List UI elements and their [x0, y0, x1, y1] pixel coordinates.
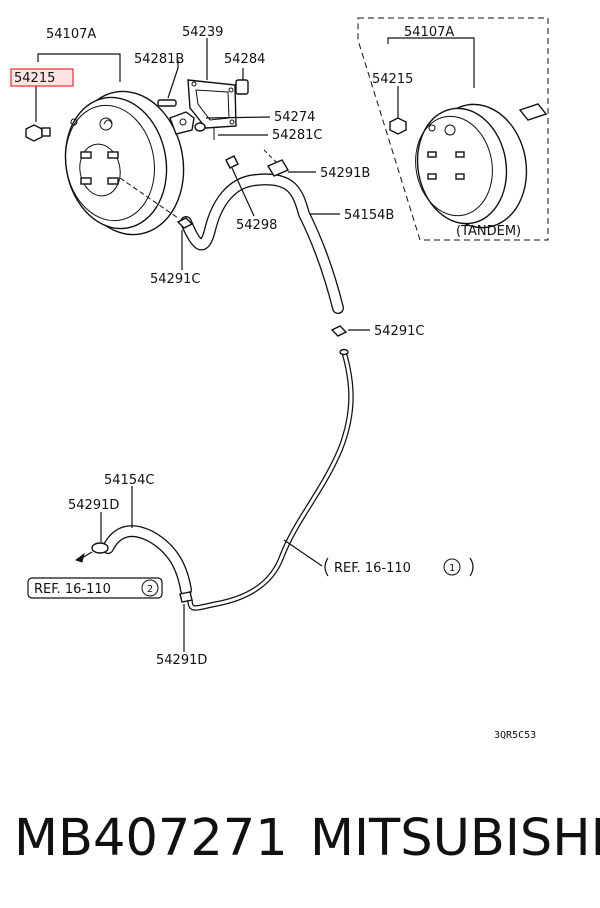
- oring-54274: [194, 116, 271, 132]
- hose-54154B: [180, 173, 344, 314]
- clamp-54291C-lower: [330, 325, 370, 337]
- vacuum-pipe: [187, 348, 354, 611]
- gasket-54239: [187, 38, 237, 129]
- clamp-54291C-upper: [176, 217, 194, 270]
- label-54281B: 54281B: [134, 52, 184, 67]
- hose-54154C: [102, 486, 192, 596]
- ref-label-2: REF. 16-110: [34, 582, 111, 597]
- label-54154B: 54154B: [344, 208, 394, 223]
- highlight-box: [10, 68, 74, 87]
- brake-booster-main: [64, 90, 185, 236]
- label-54239: 54239: [182, 25, 223, 40]
- label-54284: 54284: [224, 52, 265, 67]
- footer: MB407271 MITSUBISHI: [0, 808, 600, 870]
- parts-diagram: 54107A 54215 54239 54281B 54284 54274 54…: [10, 17, 549, 741]
- pin-54281C: [213, 128, 268, 140]
- diagram-code: 3QR5C53: [494, 730, 536, 741]
- ref-box-2: [27, 577, 163, 599]
- inset-label-54107A: 54107A: [404, 25, 454, 40]
- label-54274: 54274: [274, 110, 315, 125]
- brand-name: MITSUBISHI: [310, 809, 600, 868]
- clamp-54291B: [263, 149, 316, 177]
- ref-box-1: [324, 557, 474, 577]
- label-54291C-upper: 54291C: [150, 272, 200, 287]
- inset-label-54215: 54215: [372, 72, 413, 87]
- ref-num-2: 2: [147, 584, 153, 595]
- ref-num-1: 1: [449, 563, 455, 574]
- label-54291C-lower: 54291C: [374, 324, 424, 339]
- cap-54284: [235, 68, 249, 95]
- nut-54215: [25, 82, 51, 142]
- clamp-54291D-lower: [179, 591, 193, 652]
- label-54291D-upper: 54291D: [68, 498, 119, 513]
- label-54281C: 54281C: [272, 128, 322, 143]
- part-number: MB407271: [14, 809, 288, 868]
- label-54215: 54215: [14, 71, 55, 86]
- pin-54281B: [157, 60, 179, 107]
- clamp-54291D-upper: [74, 512, 109, 563]
- label-54291B: 54291B: [320, 166, 370, 181]
- label-54107A: 54107A: [46, 27, 96, 42]
- check-valve: [169, 111, 195, 135]
- tandem-inset: [357, 17, 549, 241]
- label-54291D-lower: 54291D: [156, 653, 207, 668]
- ref-label-1: REF. 16-110: [334, 561, 411, 576]
- label-54298: 54298: [236, 218, 277, 233]
- label-54154C: 54154C: [104, 473, 154, 488]
- inset-label-tandem: (TANDEM): [456, 224, 521, 239]
- clamp-54298: [225, 155, 255, 217]
